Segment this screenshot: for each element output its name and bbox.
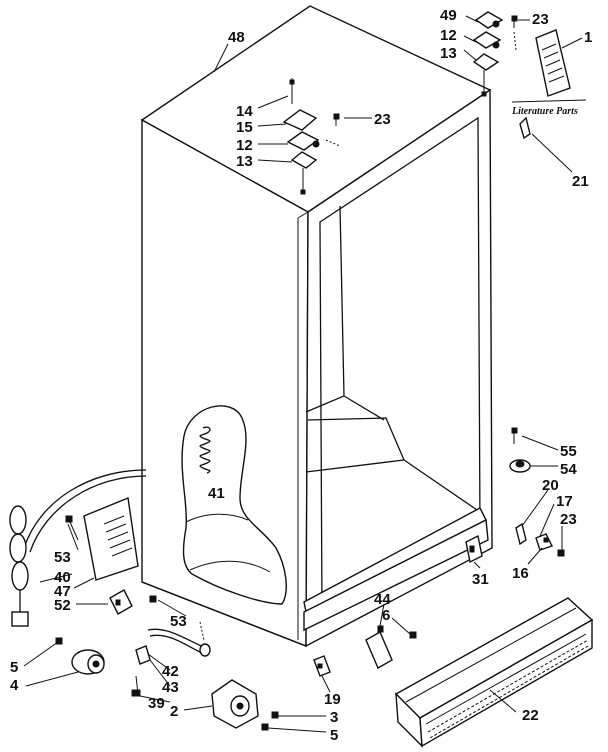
callout-23: 23	[560, 511, 577, 528]
bracket-19	[313, 655, 331, 677]
callout-49: 49	[440, 7, 457, 24]
callout-40: 40	[54, 569, 71, 586]
roller-4	[55, 637, 105, 675]
callout-52: 52	[54, 597, 71, 614]
literature-booklet: Literature Parts	[511, 29, 587, 117]
callout-22: 22	[522, 707, 539, 724]
callout-53: 53	[170, 613, 187, 630]
callout-14: 14	[236, 103, 253, 120]
power-cord-40	[9, 469, 147, 627]
callout-16: 16	[512, 565, 529, 582]
right-lower-hardware	[465, 427, 565, 564]
hinge-stack-center	[282, 78, 341, 195]
coil-41	[199, 426, 211, 474]
callout-23: 23	[532, 11, 549, 28]
bracket-52	[109, 589, 157, 615]
callout-12: 12	[440, 27, 457, 44]
callout-53: 53	[54, 549, 71, 566]
callout-43: 43	[162, 679, 179, 696]
callout-54: 54	[560, 461, 577, 478]
relay-box-47	[65, 497, 139, 581]
callout-13: 13	[440, 45, 457, 62]
callout-12: 12	[236, 137, 253, 154]
hinge-stack-right	[472, 11, 518, 97]
callout-2: 2	[170, 703, 178, 720]
drain-tube-42	[147, 621, 211, 657]
callout-20: 20	[542, 477, 559, 494]
callout-31: 31	[472, 571, 489, 588]
callout-42: 42	[162, 663, 179, 680]
callout-19: 19	[324, 691, 341, 708]
callout-39: 39	[148, 695, 165, 712]
callout-17: 17	[556, 493, 573, 510]
callout-55: 55	[560, 443, 577, 460]
leader-lines	[23, 15, 583, 733]
callout-15: 15	[236, 119, 253, 136]
callout-23: 23	[374, 111, 391, 128]
callout-44: 44	[374, 591, 391, 608]
callout-48: 48	[228, 29, 245, 46]
callout-21: 21	[572, 173, 589, 190]
callout-47: 47	[54, 583, 71, 600]
bracket-44	[365, 625, 417, 669]
callout-5: 5	[10, 659, 18, 676]
callout-6: 6	[382, 607, 390, 624]
callout-labels: 48 49 23 1 12 13 14 15 23 12 13 21 41 55…	[10, 7, 592, 744]
callout-13: 13	[236, 153, 253, 170]
roller-2	[211, 679, 279, 731]
literature-parts-label: Literature Parts	[511, 106, 578, 117]
part-21-strip	[519, 116, 531, 140]
callout-41: 41	[208, 485, 225, 502]
callout-1: 1	[584, 29, 592, 46]
cabinet-shell	[140, 5, 493, 648]
callout-3: 3	[330, 709, 338, 726]
toe-grille-22	[394, 597, 594, 748]
callout-4: 4	[10, 677, 19, 694]
callout-5: 5	[330, 727, 338, 744]
clip-43-screw-39	[131, 645, 151, 697]
